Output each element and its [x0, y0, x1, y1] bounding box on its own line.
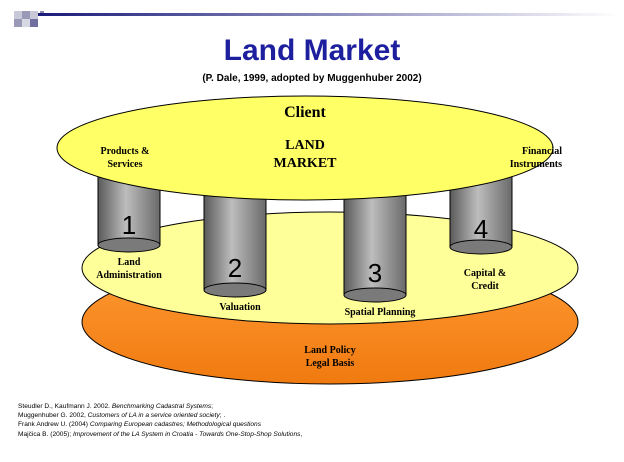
- products-line1: Products &: [100, 146, 150, 157]
- client-label: Client: [284, 104, 326, 121]
- base-label-line2: Legal Basis: [305, 358, 355, 369]
- reference-item: Majčica B. (2005); Improvement of the LA…: [18, 430, 303, 438]
- base-label: Land Policy Legal Basis: [270, 344, 390, 370]
- pillar-2-label: Valuation: [219, 302, 261, 313]
- pillar-3-label: Spatial Planning: [344, 307, 416, 318]
- reference-item: Muggenhuber G. 2002, Customers of LA in …: [18, 412, 226, 420]
- deco-square: [30, 11, 38, 19]
- deco-square: [30, 19, 38, 27]
- references: Steudler D., Kaufmann J. 2002. Benchmark…: [18, 402, 608, 439]
- deco-square: [22, 19, 30, 27]
- pillar-1-label-line1: Land: [117, 257, 141, 268]
- reference-item: Steudler D., Kaufmann J. 2002. Benchmark…: [18, 403, 213, 410]
- pillar-4-number: 4: [473, 214, 489, 244]
- pillar-4-label-line2: Credit: [471, 281, 499, 292]
- pillar-1-label-line2: Administration: [96, 270, 162, 281]
- pillar-4-label-line1: Capital &: [463, 268, 507, 279]
- pillar-1-number: 1: [121, 210, 137, 240]
- deco-square: [14, 19, 22, 27]
- land-market-label: LAND MARKET: [250, 137, 360, 173]
- page-subtitle: (P. Dale, 1999, adopted by Muggenhuber 2…: [202, 73, 422, 84]
- title-rule: [38, 13, 618, 16]
- land-market-line2: MARKET: [273, 156, 337, 171]
- financial-line2: Instruments: [509, 159, 562, 170]
- pillar-2-number: 2: [227, 253, 243, 283]
- financial-instruments-label: Financial Instruments: [462, 145, 562, 171]
- pillar-1-label: Land Administration: [84, 256, 174, 282]
- deco-square: [22, 11, 30, 19]
- land-market-line1: LAND: [285, 138, 325, 153]
- deco-square: [14, 11, 22, 19]
- financial-line1: Financial: [521, 146, 562, 157]
- top-ellipse: [56, 95, 554, 201]
- page-title: Land Market: [223, 34, 401, 67]
- pillar-4-label: Capital & Credit: [440, 267, 530, 293]
- base-label-line1: Land Policy: [304, 345, 356, 356]
- products-services-label: Products & Services: [75, 145, 175, 171]
- pillar-3-number: 3: [367, 258, 383, 288]
- products-line2: Services: [107, 159, 143, 170]
- reference-item: Frank Andrew U. (2004) Comparing Europea…: [18, 421, 262, 429]
